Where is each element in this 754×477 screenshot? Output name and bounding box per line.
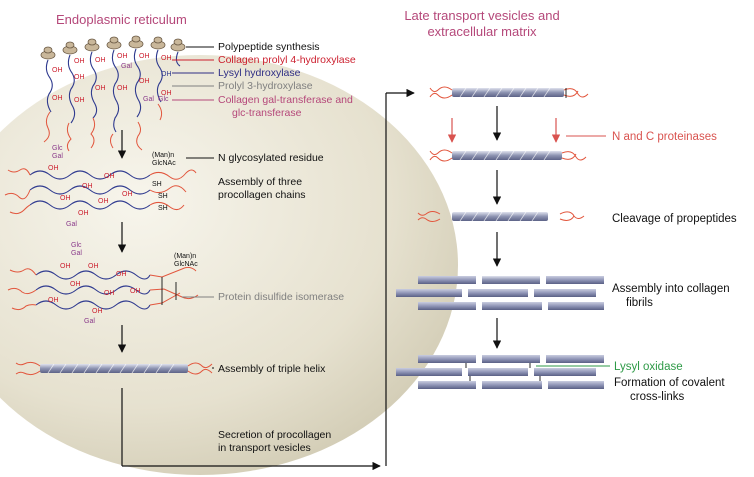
oh-label: OH bbox=[74, 97, 85, 104]
oh-label: OH bbox=[78, 210, 89, 217]
label-polypeptide: Polypeptide synthesis bbox=[218, 41, 320, 53]
oh-label: OH bbox=[122, 191, 133, 198]
procollagen-molecule-cleaving bbox=[429, 149, 587, 162]
oh-label: OH bbox=[88, 263, 99, 270]
late-title-line1: Late transport vesicles and bbox=[404, 8, 559, 23]
gal-label: Gal bbox=[143, 96, 154, 103]
glc-label: Glc bbox=[71, 242, 82, 249]
label-secretion-1: Secretion of procollagen bbox=[218, 429, 331, 441]
label-n-glyco: N glycosylated residue bbox=[218, 152, 324, 164]
oh-label: OH bbox=[104, 173, 115, 180]
oh-label: OH bbox=[130, 288, 141, 295]
label-fibrils-2: fibrils bbox=[626, 297, 653, 309]
oh-label: OH bbox=[95, 57, 106, 64]
sh-label: SH bbox=[158, 205, 168, 212]
label-galtransferase-1: Collagen gal-transferase and bbox=[218, 94, 353, 106]
collagen-fibril-icon bbox=[396, 276, 604, 310]
oh-label: OH bbox=[161, 90, 172, 97]
gal-label: Gal bbox=[52, 153, 63, 160]
oh-label: OH bbox=[74, 58, 85, 65]
oh-label: OH bbox=[95, 85, 106, 92]
late-title-line2: extracellular matrix bbox=[427, 24, 537, 39]
oh-label: OH bbox=[116, 271, 127, 278]
oh-label: OH bbox=[48, 297, 59, 304]
glc-label: Glc bbox=[158, 96, 169, 103]
label-lysyl-hydroxylase: Lysyl hydroxylase bbox=[218, 67, 301, 79]
oh-label: OH bbox=[52, 95, 63, 102]
label-assembly-three-2: procollagen chains bbox=[218, 189, 306, 201]
oh-label: OH bbox=[139, 78, 150, 85]
label-proteinases: N and C proteinases bbox=[612, 131, 717, 143]
glcnac-label: GlcNAc bbox=[152, 160, 176, 167]
label-pdi: Protein disulfide isomerase bbox=[218, 291, 344, 303]
gal-label: Gal bbox=[121, 63, 132, 70]
label-crosslinks-1: Formation of covalent bbox=[614, 377, 725, 389]
ribosome-icon bbox=[40, 35, 186, 60]
glcnac-label: GlcNAc bbox=[174, 261, 198, 268]
label-assembly-three-1: Assembly of three bbox=[218, 176, 302, 188]
mannose-label: (Man)n bbox=[174, 253, 196, 260]
oh-label: OH bbox=[104, 290, 115, 297]
label-fibrils-1: Assembly into collagen bbox=[612, 283, 730, 295]
oh-label: OH bbox=[60, 195, 71, 202]
cleaved-collagen bbox=[417, 211, 585, 222]
gal-label: Gal bbox=[71, 250, 82, 257]
procollagen-chains-glycosylated: OH OH OH OH OH OH OH Glc Gal Gal (Man)n … bbox=[4, 145, 197, 228]
label-lysyl-oxidase: Lysyl oxidase bbox=[614, 361, 683, 373]
sh-label: SH bbox=[152, 181, 162, 188]
label-crosslinks-2: cross-links bbox=[630, 391, 685, 403]
oh-label: OH bbox=[52, 67, 63, 74]
oh-label: OH bbox=[70, 281, 81, 288]
sh-label: SH bbox=[158, 193, 168, 200]
glc-label: Glc bbox=[52, 145, 63, 152]
oh-label: OH bbox=[139, 53, 150, 60]
label-cleavage: Cleavage of propeptides bbox=[612, 213, 737, 225]
label-prolyl4: Collagen prolyl 4-hydroxylase bbox=[218, 54, 356, 66]
oh-label-lysyl: OH bbox=[161, 71, 172, 78]
oh-label: OH bbox=[92, 308, 103, 315]
crosslinked-fibril bbox=[396, 355, 604, 389]
oh-label: OH bbox=[82, 183, 93, 190]
procollagen-molecule bbox=[429, 86, 589, 99]
polypeptide-chains: OH OH OH OH OH OH OH OH OH OH OH OH OH O… bbox=[40, 35, 186, 152]
gal-label: Gal bbox=[66, 221, 77, 228]
oh-label: OH bbox=[117, 53, 128, 60]
er-title: Endoplasmic reticulum bbox=[56, 12, 187, 27]
label-galtransferase-2: glc-transferase bbox=[232, 107, 302, 119]
oh-label: OH bbox=[74, 74, 85, 81]
label-prolyl3: Prolyl 3-hydroxylase bbox=[218, 80, 313, 92]
oh-label: OH bbox=[161, 55, 172, 62]
gal-label: Gal bbox=[84, 318, 95, 325]
oh-label: OH bbox=[117, 85, 128, 92]
label-triple-helix: Assembly of triple helix bbox=[218, 363, 326, 375]
mannose-label: (Man)n bbox=[152, 152, 174, 159]
procollagen-chains-disulfide: OH OH OH OH OH OH OH OH Glc Gal Gal (Man… bbox=[7, 242, 199, 325]
oh-label: OH bbox=[98, 198, 109, 205]
oh-label: OH bbox=[60, 263, 71, 270]
label-secretion-2: in transport vesicles bbox=[218, 442, 311, 454]
oh-label: OH bbox=[48, 165, 59, 172]
triple-helix-icon bbox=[15, 361, 213, 376]
